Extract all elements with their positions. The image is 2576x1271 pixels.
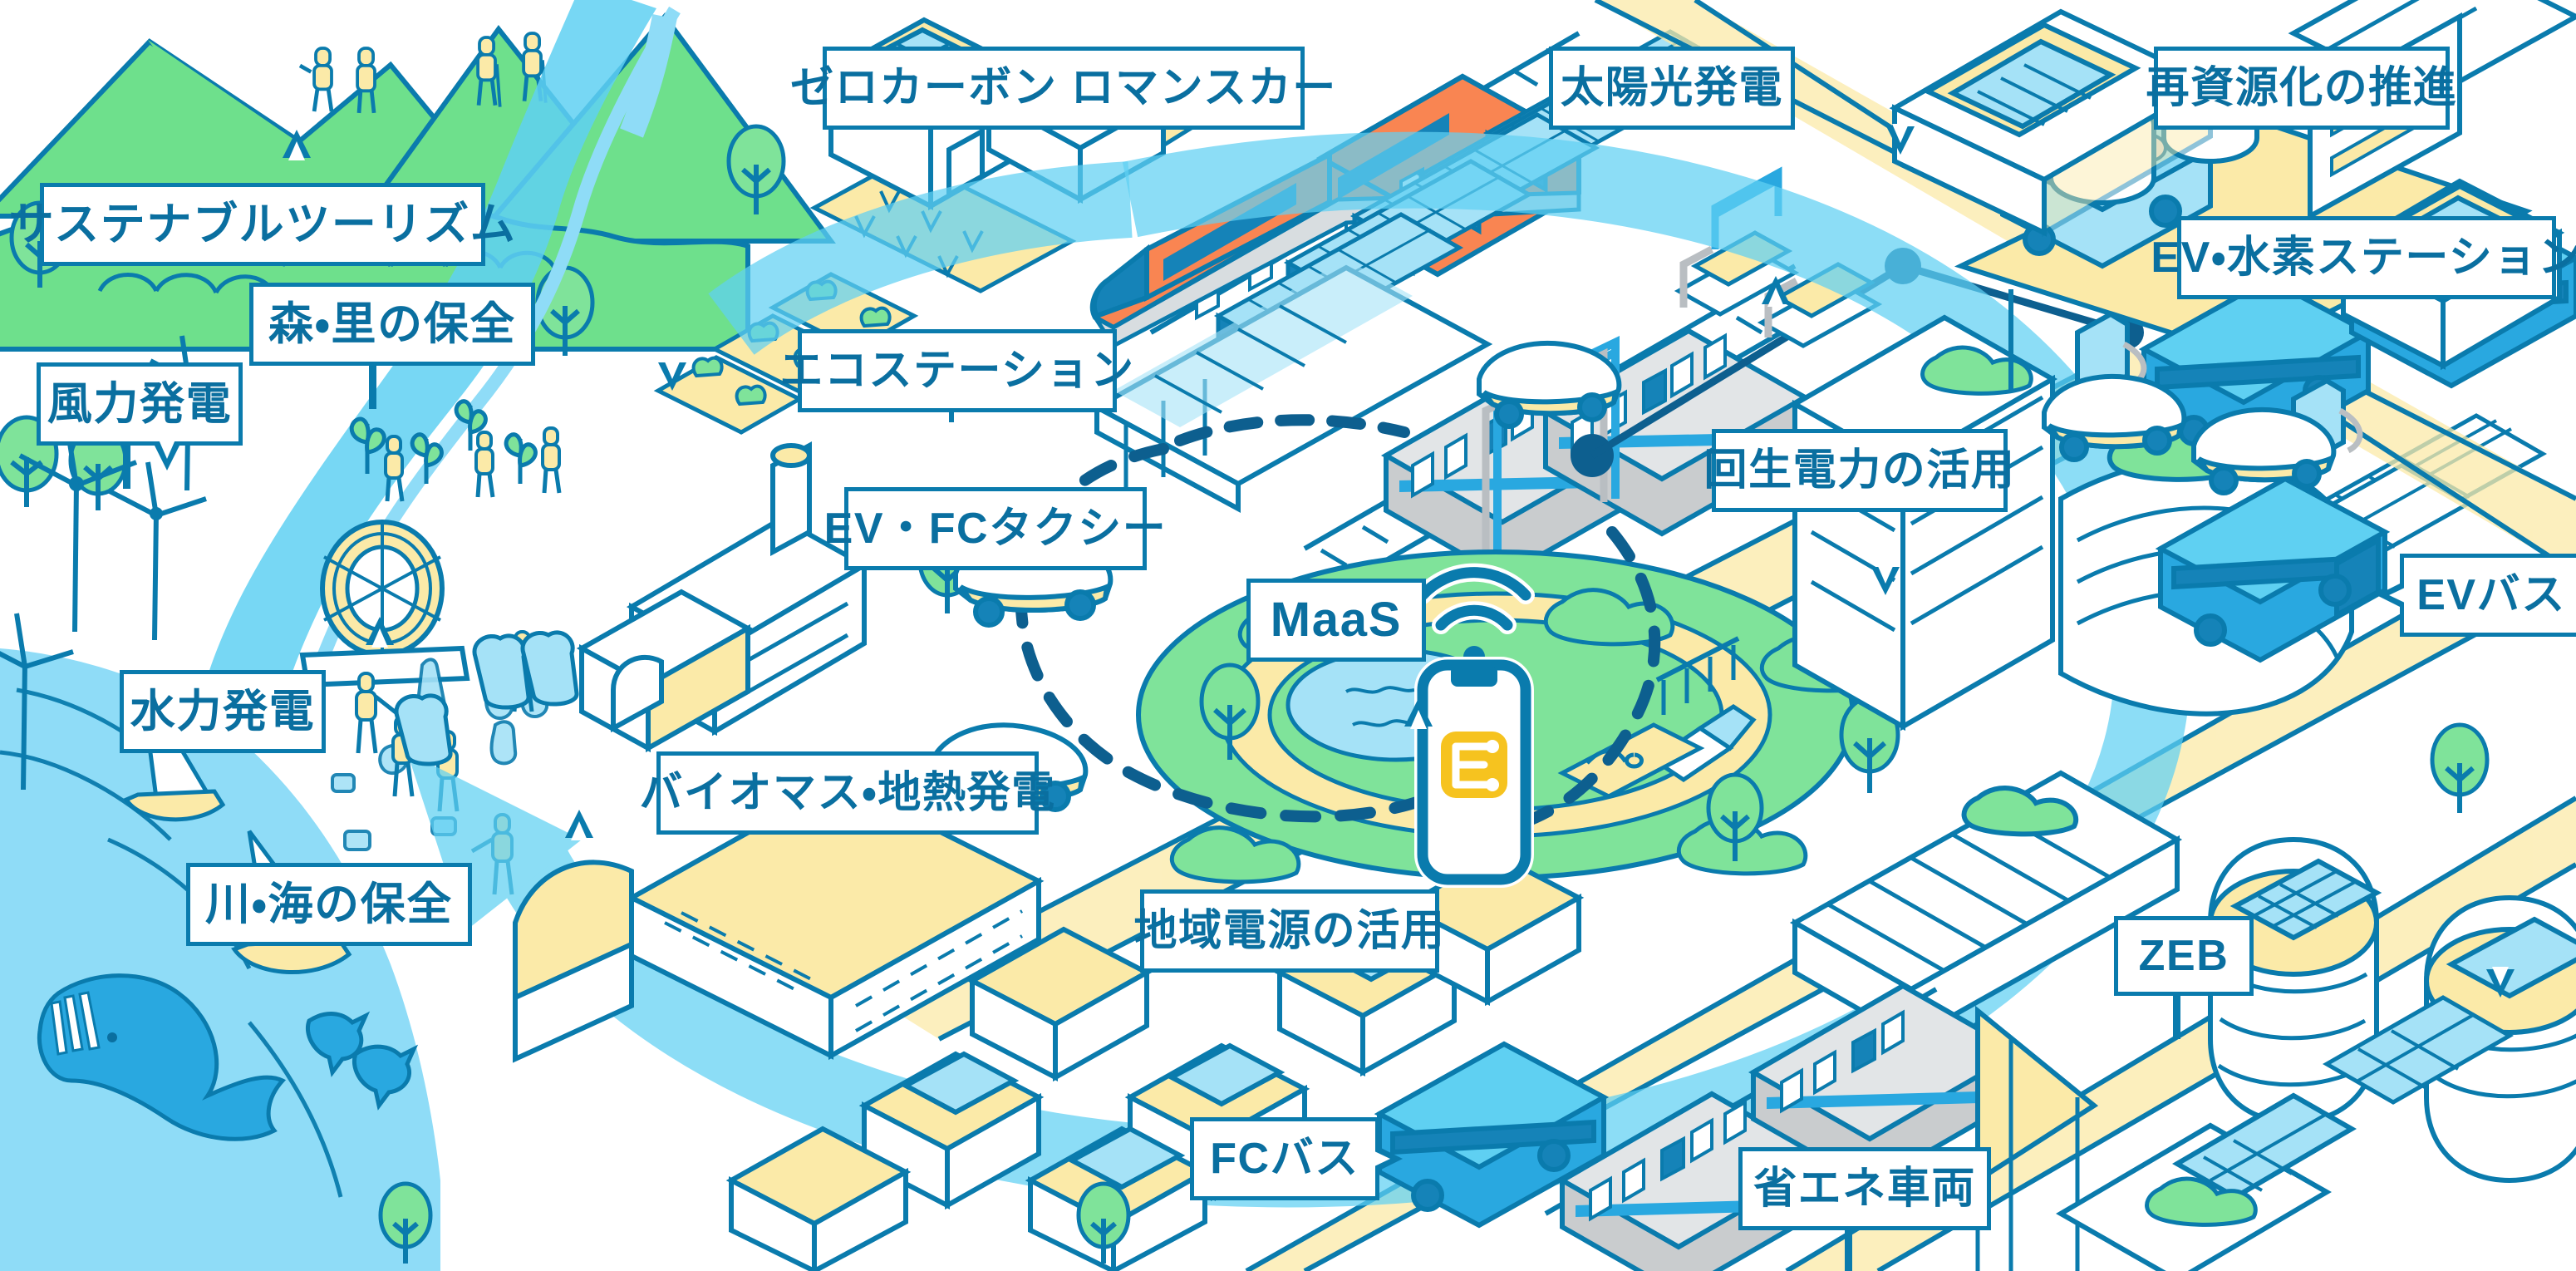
label-ev-hydrogen-station[interactable]: EV・水素ステーション <box>2151 216 2576 299</box>
label-text: EV・FCタクシー <box>823 505 1168 553</box>
label-text: 川・海の保全 <box>204 879 454 929</box>
label-text: 再資源化の推進 <box>2146 64 2458 112</box>
label-text: ZEB <box>2138 932 2229 980</box>
label-zeb[interactable]: ZEB <box>2114 916 2254 996</box>
water-wheel <box>299 520 470 688</box>
energy-saving-train <box>1544 983 2025 1271</box>
label-hydro-power[interactable]: 水力発電 <box>120 670 326 753</box>
label-wind-power[interactable]: 風力発電 <box>37 362 243 446</box>
label-sustainable-tourism[interactable]: サステナブルツーリズム <box>9 183 515 266</box>
label-ev-bus[interactable]: EVバス <box>2400 554 2576 637</box>
label-fc-bus[interactable]: FCバス <box>1190 1117 1379 1200</box>
callout-stick-zeb <box>2172 994 2180 1039</box>
callout-stick-energy-saving-vehicle <box>1844 1229 1852 1271</box>
label-text: EVバス <box>2416 571 2566 619</box>
label-zero-carbon-romancecar[interactable]: ゼロカーボン ロマンスカー <box>790 47 1335 130</box>
label-text: 回生電力の活用 <box>1703 446 2016 495</box>
callout-stick-forest-village-conservation <box>369 364 377 409</box>
fc-bus <box>1374 1041 1610 1229</box>
ev-bus <box>2155 475 2391 663</box>
label-recycling-promotion[interactable]: 再資源化の推進 <box>2146 47 2456 130</box>
label-text: 風力発電 <box>47 379 233 429</box>
label-text: 省エネ車両 <box>1753 1165 1976 1213</box>
label-text: エコステーション <box>779 347 1135 395</box>
label-text: サステナブルツーリズム <box>8 200 517 249</box>
label-river-sea-conservation[interactable]: 川・海の保全 <box>186 863 472 946</box>
label-text: 水力発電 <box>130 687 316 736</box>
residential-houses <box>513 778 1585 1271</box>
label-text: 太陽光発電 <box>1561 64 1783 112</box>
whale <box>37 973 287 1141</box>
label-text: FCバス <box>1210 1135 1359 1183</box>
label-text: 森・里の保全 <box>268 299 517 349</box>
wind-turbines <box>0 335 229 791</box>
label-text: MaaS <box>1270 593 1403 647</box>
label-text: ゼロカーボン ロマンスカー <box>790 64 1337 112</box>
label-ev-fc-taxi[interactable]: EV・FCタクシー <box>824 487 1166 570</box>
callout-stick-wind-power <box>123 444 131 489</box>
label-text: EV・水素ステーション <box>2151 234 2576 282</box>
label-eco-station[interactable]: エコステーション <box>779 329 1133 412</box>
label-maas[interactable]: MaaS <box>1246 579 1426 662</box>
label-energy-saving-vehicle[interactable]: 省エネ車両 <box>1738 1147 1991 1230</box>
label-text: 地域電源の活用 <box>1133 907 1446 955</box>
label-biomass-geothermal[interactable]: バイオマス・地熱発電 <box>639 751 1054 835</box>
label-forest-village-conservation[interactable]: 森・里の保全 <box>249 283 535 366</box>
label-regional-power[interactable]: 地域電源の活用 <box>1134 889 1444 973</box>
maas-smartphone <box>1413 563 1535 888</box>
label-solar-power[interactable]: 太陽光発電 <box>1549 47 1795 130</box>
label-text: バイオマス・地熱発電 <box>639 769 1056 817</box>
label-regenerative-power[interactable]: 回生電力の活用 <box>1704 429 2014 512</box>
